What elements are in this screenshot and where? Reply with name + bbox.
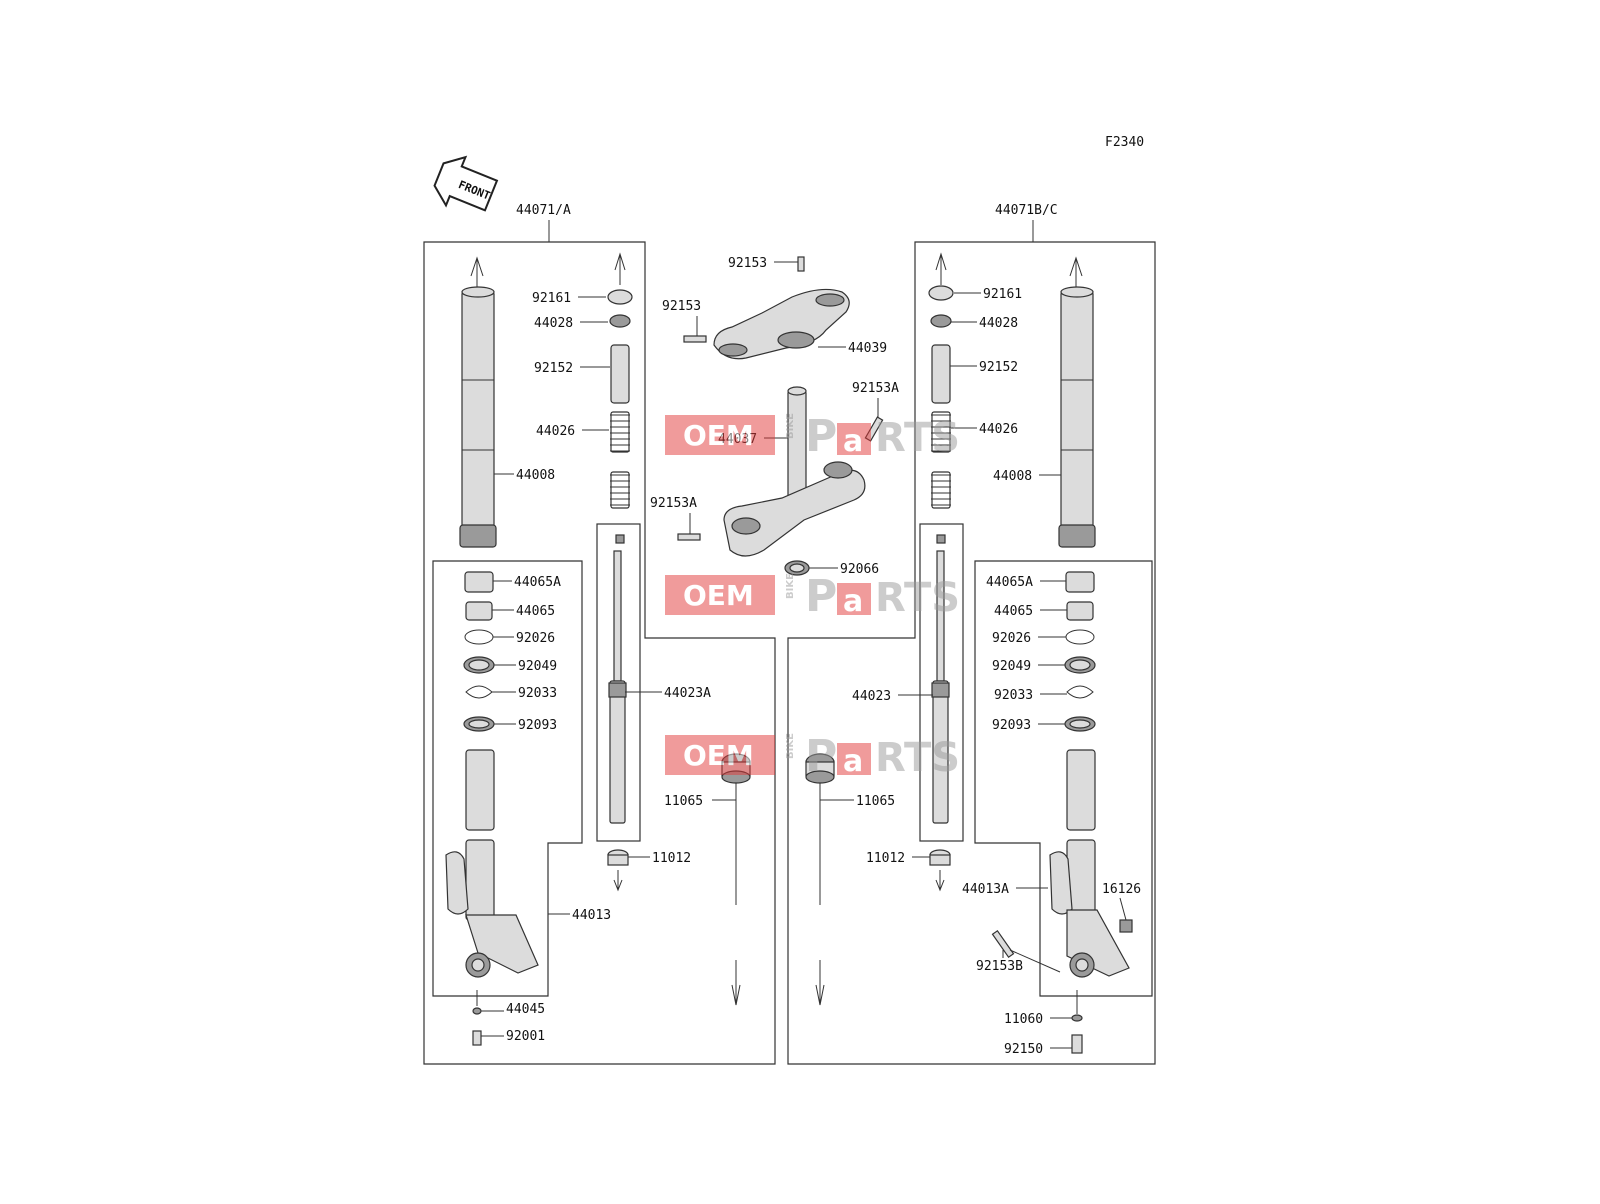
- label-11060-right: 11060: [1004, 1012, 1043, 1027]
- label-11065-right: 11065: [856, 794, 895, 809]
- label-92153A-bottom: 92153A: [650, 496, 697, 511]
- left-damper-subframe: [596, 523, 641, 842]
- cap-11012-right: [929, 849, 951, 892]
- label-92033-left: 92033: [518, 686, 557, 701]
- label-44045-left: 44045: [506, 1002, 545, 1017]
- svg-text:OEM: OEM: [683, 739, 754, 772]
- svg-text:P: P: [805, 571, 837, 622]
- svg-text:RTS: RTS: [875, 575, 960, 621]
- label-11012-right: 11012: [866, 851, 905, 866]
- svg-text:OEM: OEM: [683, 419, 754, 452]
- label-44028-right: 44028: [979, 316, 1018, 331]
- svg-text:BIKE: BIKE: [785, 733, 796, 759]
- watermark-top: OEM BIKE P a RTS: [665, 411, 960, 462]
- label-92026-left: 92026: [516, 631, 555, 646]
- cartridge-11065-left: [721, 753, 751, 1006]
- svg-text:BIKE: BIKE: [785, 573, 796, 599]
- watermark-middle: OEM BIKE P a RTS: [665, 571, 960, 622]
- svg-text:P: P: [805, 731, 837, 782]
- right-lower-subframe: [974, 560, 1153, 997]
- label-92049-right: 92049: [992, 659, 1031, 674]
- inner-tube-44013A-right: [991, 749, 1133, 978]
- label-44023-right: 44023: [852, 689, 891, 704]
- label-92066: 92066: [840, 562, 879, 577]
- label-92150-right: 92150: [1004, 1042, 1043, 1057]
- left-bottom-bolts: [472, 990, 482, 1046]
- cartridge-11065-right: [805, 753, 835, 1006]
- label-44039: 44039: [848, 341, 887, 356]
- svg-text:BIKE: BIKE: [785, 413, 796, 439]
- label-44065A-right: 44065A: [986, 575, 1033, 590]
- label-44013-left: 44013: [572, 908, 611, 923]
- watermark-bottom: OEM BIKE P a RTS: [665, 731, 960, 782]
- label-11065-left: 11065: [664, 794, 703, 809]
- front-arrow-icon: FRONT: [433, 155, 499, 212]
- label-92093-left: 92093: [518, 718, 557, 733]
- outer-tube-44008-left: [459, 256, 497, 548]
- svg-text:OEM: OEM: [683, 579, 754, 612]
- svg-text:RTS: RTS: [875, 415, 960, 461]
- left-callouts: 92161 44028 92152 44026 44008 44065A 440…: [481, 291, 736, 1044]
- label-44028-left: 44028: [534, 316, 573, 331]
- label-92161-left: 92161: [532, 291, 571, 306]
- right-bottom-bolts: [1071, 990, 1083, 1054]
- outer-tube-44008-right: [1058, 256, 1096, 548]
- cap-11012-left: [607, 849, 629, 892]
- label-44008-left: 44008: [516, 468, 555, 483]
- label-92153A-top: 92153A: [852, 381, 899, 396]
- left-lower-subframe: [432, 560, 583, 997]
- svg-text:RTS: RTS: [875, 735, 960, 781]
- label-16126-right: 16126: [1102, 882, 1141, 897]
- label-11012-left: 11012: [652, 851, 691, 866]
- right-damper-subframe: [919, 523, 964, 842]
- right-upper-parts: [928, 252, 954, 544]
- figure-id: F2340: [1105, 135, 1144, 150]
- label-92153-mid: 92153: [662, 299, 701, 314]
- label-92026-right: 92026: [992, 631, 1031, 646]
- label-92153-top: 92153: [728, 256, 767, 271]
- label-44008-right: 44008: [993, 469, 1032, 484]
- label-44023A-left: 44023A: [664, 686, 711, 701]
- label-44013A-right: 44013A: [962, 882, 1009, 897]
- label-92153B-right: 92153B: [976, 959, 1023, 974]
- label-44065-left: 44065: [516, 604, 555, 619]
- right-assembly-label: 44071B/C: [995, 203, 1058, 218]
- label-92049-left: 92049: [518, 659, 557, 674]
- svg-text:a: a: [843, 584, 863, 619]
- label-44026-right: 44026: [979, 422, 1018, 437]
- label-44065A-left: 44065A: [514, 575, 561, 590]
- svg-text:a: a: [843, 424, 863, 459]
- left-upper-parts: [607, 252, 633, 544]
- damper-rod-44023: [931, 550, 950, 824]
- svg-text:a: a: [843, 744, 863, 779]
- label-92152-right: 92152: [979, 360, 1018, 375]
- label-92001-left: 92001: [506, 1029, 545, 1044]
- label-92152-left: 92152: [534, 361, 573, 376]
- label-92093-right: 92093: [992, 718, 1031, 733]
- right-seal-stack: [1064, 571, 1096, 732]
- upper-bracket-44039: [683, 256, 850, 360]
- label-92033-right: 92033: [994, 688, 1033, 703]
- label-44026-left: 44026: [536, 424, 575, 439]
- left-seal-stack: [463, 571, 495, 732]
- inner-tube-44013-left: [445, 749, 539, 978]
- left-assembly-label: 44071/A: [516, 203, 571, 218]
- label-92161-right: 92161: [983, 287, 1022, 302]
- right-callouts: 92161 44028 92152 44026 44008 44065A 440…: [820, 287, 1141, 1057]
- right-frame: [787, 241, 1156, 1065]
- svg-text:P: P: [805, 411, 837, 462]
- damper-rod-44023A: [608, 550, 627, 824]
- label-44065-right: 44065: [994, 604, 1033, 619]
- left-frame: [423, 241, 776, 1065]
